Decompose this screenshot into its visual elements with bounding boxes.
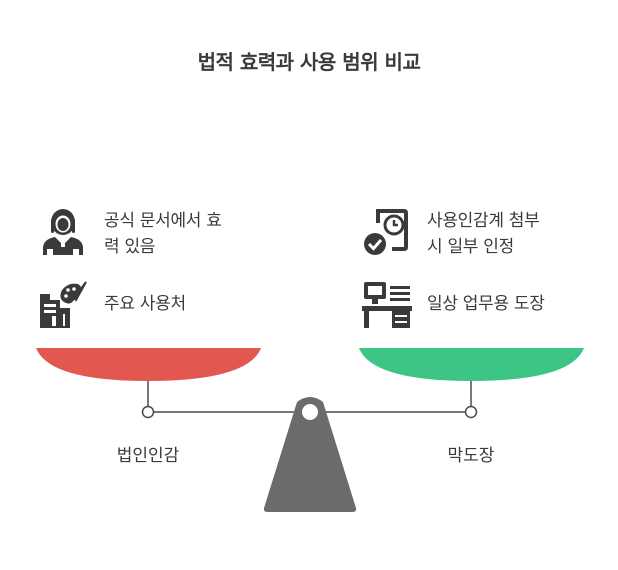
left-beam-joint: [141, 405, 155, 419]
scale-pivot: [302, 404, 318, 420]
office-desk-icon: [362, 282, 412, 328]
left-item-1-label: 공식 문서에서 효 력 있음: [104, 211, 222, 257]
right-pan-label: 막도장: [447, 446, 495, 466]
paint-tools-icon: [40, 281, 87, 328]
right-beam-joint: [464, 405, 478, 419]
left-pan: [36, 348, 261, 381]
scale-stand: [263, 397, 357, 512]
right-item-1-label: 사용인감계 첨부 시 일부 인정: [427, 211, 540, 257]
page-title: 법적 효력과 사용 범위 비교: [197, 50, 421, 74]
right-pan: [359, 348, 584, 381]
right-item-2-label: 일상 업무용 도장: [427, 294, 545, 314]
left-pan-label: 법인인감: [116, 446, 180, 466]
document-clock-icon: [364, 209, 408, 255]
left-item-2-label: 주요 사용처: [104, 294, 186, 314]
lawyer-icon: [43, 209, 83, 255]
